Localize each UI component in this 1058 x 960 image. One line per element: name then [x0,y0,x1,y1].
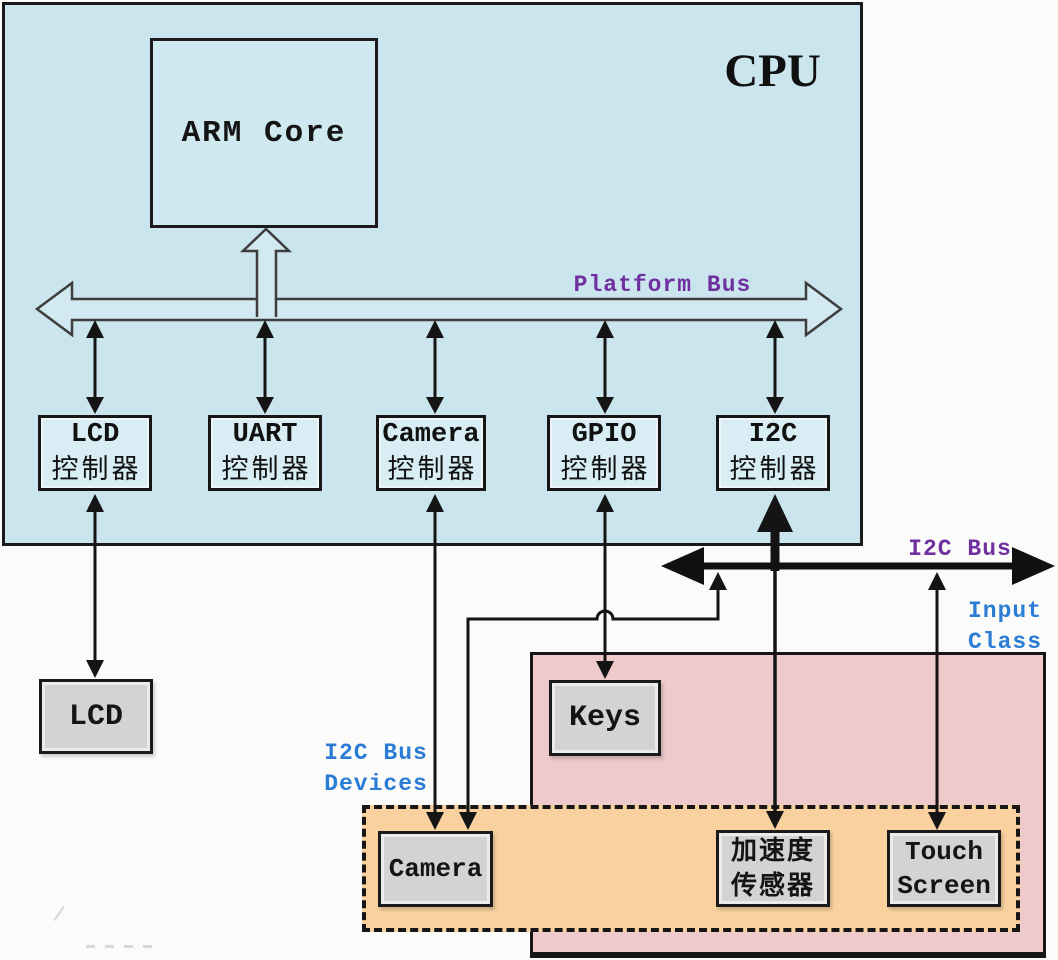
uart-controller-sublabel: 控制器 [221,454,312,485]
touch-screen-label-line2: Screen [897,870,991,901]
i2c-controller-label: I2C [748,420,798,450]
accelerometer-device-box: 加速度 传感器 [716,830,830,907]
i2c-bus-devices-label-line1: I2C Bus [324,740,428,766]
uart-controller-label: UART [232,420,298,450]
input-class-label-line2: Class [967,629,1042,655]
gpio-controller-sublabel: 控制器 [560,454,651,485]
keys-device-box: Keys [549,680,661,756]
i2c-controller-box: I2C 控制器 [716,415,830,491]
lcd-controller-label: LCD [70,420,120,450]
lcd-controller-box: LCD 控制器 [38,415,152,491]
i2c-bus-label: I2C Bus [908,536,1012,562]
lcd-device-box: LCD [39,679,153,754]
arm-core-label: ARM Core [181,115,347,151]
accelerometer-label-line2: 传感器 [730,870,815,901]
lcd-device-label: LCD [68,699,123,734]
gpio-controller-box: GPIO 控制器 [547,415,661,491]
arm-core-block: ARM Core [150,38,378,228]
scan-artifact-tick [53,905,65,922]
scan-artifact-dashes [86,945,158,948]
touch-screen-device-box: Touch Screen [887,830,1001,907]
i2c-controller-sublabel: 控制器 [729,454,820,485]
camera-controller-label: Camera [382,420,480,450]
i2c-bus-devices-label-line2: Devices [324,771,428,797]
lcd-controller-sublabel: 控制器 [51,454,142,485]
touch-screen-label-line1: Touch [904,836,983,867]
input-class-label-line1: Input [967,598,1042,624]
camera-device-box: Camera [378,831,493,907]
uart-controller-box: UART 控制器 [208,415,322,491]
cpu-title: CPU [724,45,821,97]
input-class-label: Input Class [928,596,1042,658]
camera-device-label: Camera [388,854,483,884]
keys-device-label: Keys [568,701,641,735]
gpio-controller-label: GPIO [571,420,637,450]
camera-controller-box: Camera 控制器 [376,415,486,491]
platform-bus-label: Platform Bus [573,272,752,298]
accelerometer-label-line1: 加速度 [730,835,815,866]
camera-controller-sublabel: 控制器 [387,454,478,485]
i2c-bus-devices-label: I2C Bus Devices [310,738,442,800]
